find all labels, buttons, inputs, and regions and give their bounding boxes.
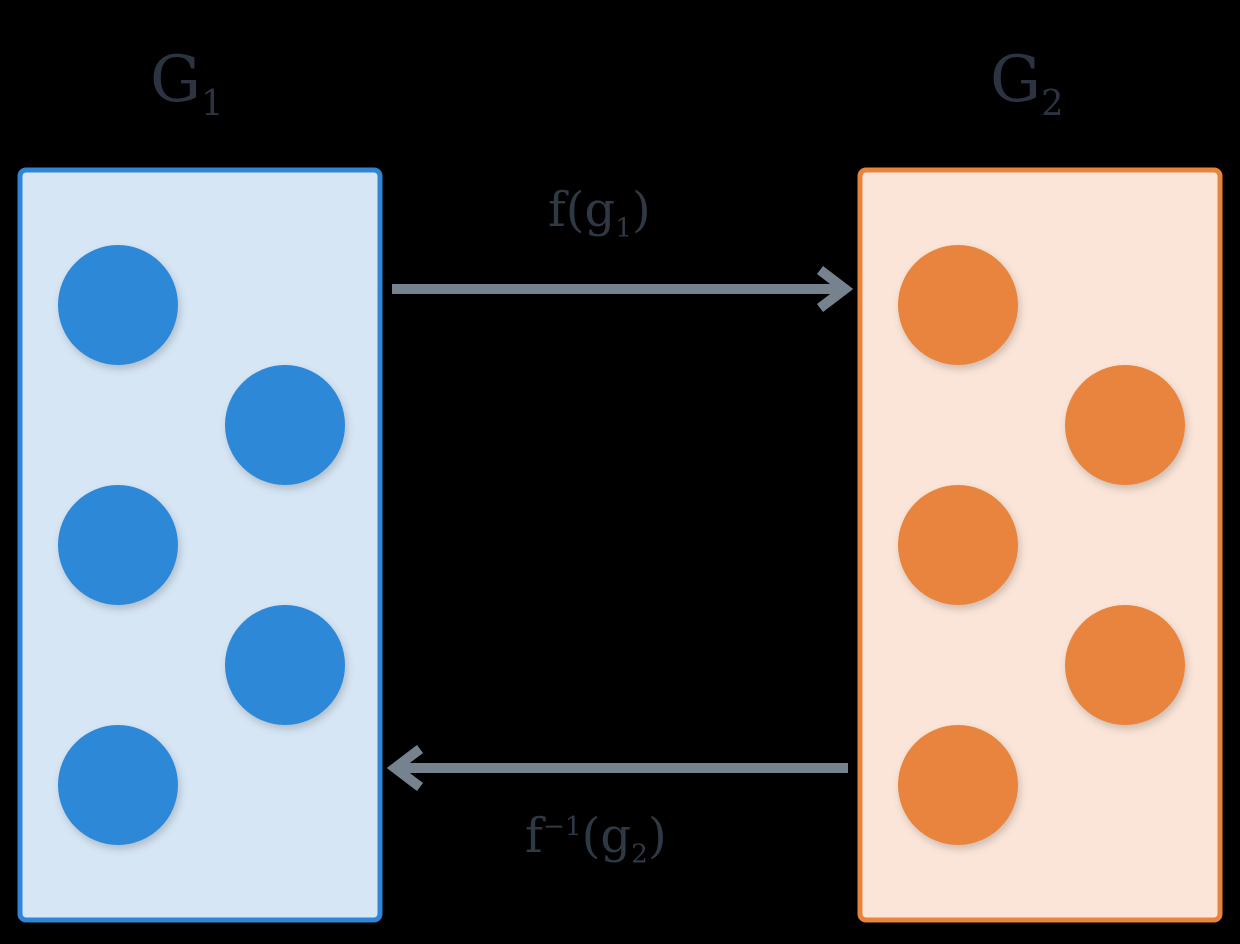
set-g2-element bbox=[1065, 605, 1185, 725]
set-g2-elements bbox=[898, 245, 1185, 845]
set-g1-elements bbox=[58, 245, 345, 845]
set-g1-title: G1 bbox=[150, 43, 224, 124]
forward-mapping-label: f(g1) bbox=[548, 182, 651, 244]
set-g2-element bbox=[898, 245, 1018, 365]
set-g2-element bbox=[1065, 365, 1185, 485]
set-g1-element bbox=[225, 605, 345, 725]
set-g1-element bbox=[58, 245, 178, 365]
set-g2-element bbox=[898, 485, 1018, 605]
inverse-arrow bbox=[386, 745, 848, 791]
inverse-mapping-label: f−1(g2) bbox=[525, 808, 667, 870]
set-g1-element bbox=[58, 485, 178, 605]
set-g2-element bbox=[898, 725, 1018, 845]
set-g2-title: G2 bbox=[990, 43, 1064, 124]
set-g1-element bbox=[58, 725, 178, 845]
forward-arrow bbox=[392, 266, 854, 312]
set-g1-element bbox=[225, 365, 345, 485]
